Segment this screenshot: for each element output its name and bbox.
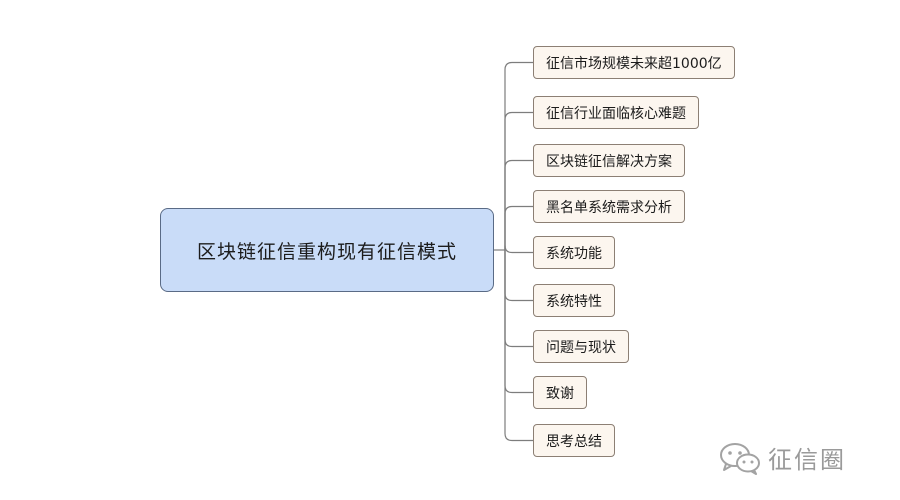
branch-node-market-size[interactable]: 征信市场规模未来超1000亿 <box>533 46 735 79</box>
branch-label: 区块链征信解决方案 <box>546 153 672 170</box>
connector-line <box>504 250 533 394</box>
root-topic-label: 区块链征信重构现有征信模式 <box>196 240 457 263</box>
connector-line <box>504 250 533 348</box>
connector-line <box>504 111 533 250</box>
branch-label: 黑名单系统需求分析 <box>546 199 672 216</box>
connector-line <box>504 61 533 250</box>
branch-label: 问题与现状 <box>546 339 616 356</box>
connector-line <box>504 159 533 250</box>
branch-label: 思考总结 <box>546 433 602 450</box>
connector-line <box>504 245 533 254</box>
branch-label: 致谢 <box>546 385 574 402</box>
branch-label: 征信行业面临核心难题 <box>546 105 686 122</box>
watermark-text: 征信圈 <box>768 446 846 474</box>
branch-node-blacklist-requirements[interactable]: 黑名单系统需求分析 <box>533 190 685 223</box>
branch-label: 系统特性 <box>546 293 602 310</box>
connector-line <box>504 205 533 250</box>
branch-label: 系统功能 <box>546 245 602 262</box>
connector-line <box>504 250 533 302</box>
branch-node-industry-difficulties[interactable]: 征信行业面临核心难题 <box>533 96 699 129</box>
branch-node-acknowledgements[interactable]: 致谢 <box>533 376 587 409</box>
root-topic-node[interactable]: 区块链征信重构现有征信模式 <box>160 208 494 292</box>
branch-node-system-features[interactable]: 系统特性 <box>533 284 615 317</box>
branch-node-system-functions[interactable]: 系统功能 <box>533 236 615 269</box>
connector-line <box>504 250 533 442</box>
wechat-icon <box>720 442 760 475</box>
branch-label: 征信市场规模未来超1000亿 <box>546 55 722 72</box>
watermark: 征信圈 <box>718 440 846 475</box>
branch-node-summary[interactable]: 思考总结 <box>533 424 615 457</box>
branch-node-problems-status[interactable]: 问题与现状 <box>533 330 629 363</box>
branch-node-blockchain-solution[interactable]: 区块链征信解决方案 <box>533 144 685 177</box>
